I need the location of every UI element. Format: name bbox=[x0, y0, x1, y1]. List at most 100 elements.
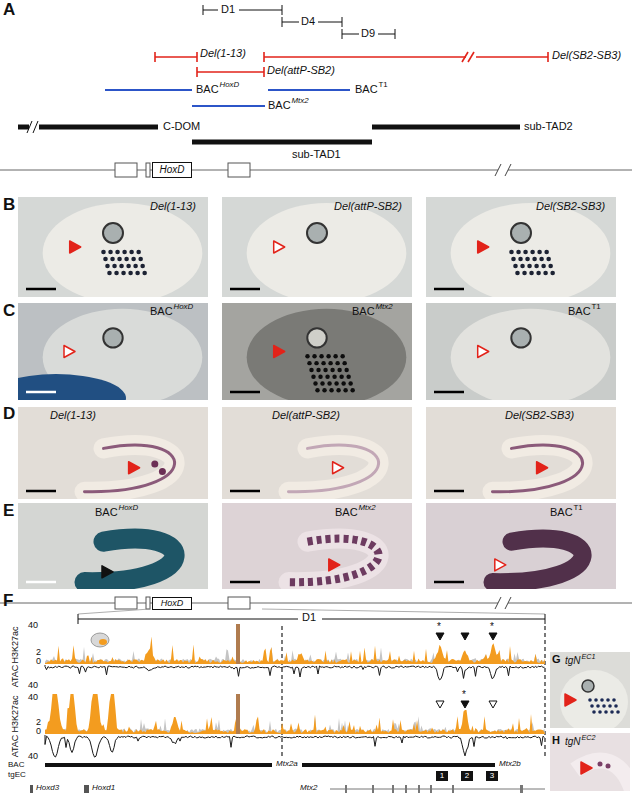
photo-ground bbox=[222, 407, 412, 499]
stain-dot bbox=[333, 354, 337, 358]
stain-dot bbox=[114, 271, 119, 276]
stain-dot bbox=[544, 250, 549, 255]
stain-dot bbox=[344, 368, 348, 372]
stain-dot bbox=[522, 271, 527, 276]
stain-dot bbox=[316, 368, 320, 372]
stain-dot bbox=[346, 374, 350, 378]
box-text: HoxD bbox=[159, 165, 184, 175]
arrowhead bbox=[102, 566, 113, 578]
stain-dot bbox=[307, 361, 311, 365]
stain-dot bbox=[543, 271, 548, 276]
stain-dot bbox=[320, 381, 324, 385]
photo-ground bbox=[426, 407, 616, 499]
embryo-head bbox=[247, 203, 407, 297]
stain-dot bbox=[612, 698, 616, 702]
scale-bar bbox=[26, 288, 56, 291]
photo bbox=[222, 503, 412, 589]
gene-cluster-box: HoxD bbox=[152, 162, 192, 178]
arrowhead bbox=[565, 694, 576, 706]
bracket bbox=[203, 5, 395, 39]
signal-peak bbox=[236, 624, 240, 664]
superscript: T1 bbox=[592, 303, 601, 311]
stain-dot bbox=[606, 764, 611, 769]
embryo-body bbox=[289, 539, 379, 583]
photo bbox=[426, 407, 616, 499]
stain-dot bbox=[131, 257, 136, 262]
eye bbox=[307, 328, 326, 347]
stain-dot bbox=[339, 374, 343, 378]
label: Del(SB2-SB3) bbox=[536, 201, 605, 212]
scale-bar bbox=[434, 490, 464, 493]
label: sub-TAD2 bbox=[524, 121, 573, 132]
stain-dot bbox=[124, 257, 129, 262]
embryo-body bbox=[289, 539, 379, 583]
arrowhead bbox=[64, 346, 75, 358]
photo-ground bbox=[18, 503, 208, 589]
stain-dot bbox=[536, 271, 541, 276]
stain-dot bbox=[315, 388, 319, 392]
superscript: HoxD bbox=[174, 303, 194, 311]
arrowhead bbox=[478, 346, 489, 358]
arrowhead bbox=[537, 462, 548, 474]
panel-letter: E bbox=[3, 502, 14, 519]
label: Mtx2b bbox=[499, 760, 521, 768]
bac-line bbox=[105, 90, 350, 106]
label: D1 bbox=[221, 4, 235, 15]
stain-dot bbox=[334, 381, 338, 385]
domain-bar bbox=[18, 121, 520, 142]
label: BAC bbox=[335, 507, 358, 518]
stain-dot bbox=[590, 704, 594, 708]
embryo-body bbox=[575, 760, 630, 790]
stain-dot bbox=[108, 250, 113, 255]
photo bbox=[426, 197, 616, 297]
superscript: Mtx2 bbox=[292, 97, 309, 105]
stain-dot bbox=[606, 698, 610, 702]
scale-bar bbox=[434, 391, 464, 394]
embryo-body bbox=[289, 445, 379, 492]
stain-dot bbox=[136, 250, 141, 255]
scale-bar bbox=[26, 490, 56, 493]
stain-dot bbox=[548, 264, 553, 269]
photo bbox=[550, 652, 630, 728]
label: Hoxd3 bbox=[36, 784, 59, 792]
label: 0 bbox=[36, 657, 41, 666]
element-box: 2 bbox=[461, 771, 473, 781]
photo bbox=[222, 407, 412, 499]
scale-bar bbox=[26, 581, 56, 584]
stain-dot bbox=[335, 361, 339, 365]
superscript: Mtx2 bbox=[359, 504, 376, 512]
stain-dot bbox=[103, 257, 108, 262]
panel-letter: F bbox=[3, 592, 13, 609]
photo bbox=[18, 303, 208, 400]
stain-dot bbox=[348, 381, 352, 385]
scale-bar bbox=[230, 391, 260, 394]
stain-dot bbox=[101, 250, 106, 255]
arrowhead bbox=[436, 633, 444, 640]
superscript: Mtx2 bbox=[376, 303, 393, 311]
genome-track bbox=[0, 163, 632, 177]
label: BAC bbox=[150, 306, 173, 317]
stain-dot bbox=[594, 698, 598, 702]
stain-dot bbox=[311, 374, 315, 378]
embryo-body bbox=[85, 445, 175, 492]
photo bbox=[222, 303, 412, 400]
axis-title: ATAC bbox=[11, 735, 20, 758]
label: D1 bbox=[302, 612, 316, 623]
photo bbox=[426, 303, 616, 400]
arrowhead bbox=[274, 346, 285, 358]
stain-dot bbox=[530, 250, 535, 255]
stain-dot bbox=[610, 710, 614, 714]
embryo-head bbox=[451, 203, 611, 297]
stain-dot bbox=[121, 271, 126, 276]
stain-dot bbox=[343, 388, 347, 392]
panel-letter: A bbox=[3, 1, 15, 18]
label: Del(SB2-SB3) bbox=[505, 410, 574, 421]
stain-dot bbox=[332, 374, 336, 378]
element-box: 1 bbox=[436, 771, 448, 781]
stain-dot bbox=[527, 264, 532, 269]
stain-dot bbox=[598, 762, 603, 767]
label: tgN bbox=[565, 737, 581, 747]
panel-letter: H bbox=[552, 735, 560, 746]
stain-dot bbox=[341, 381, 345, 385]
